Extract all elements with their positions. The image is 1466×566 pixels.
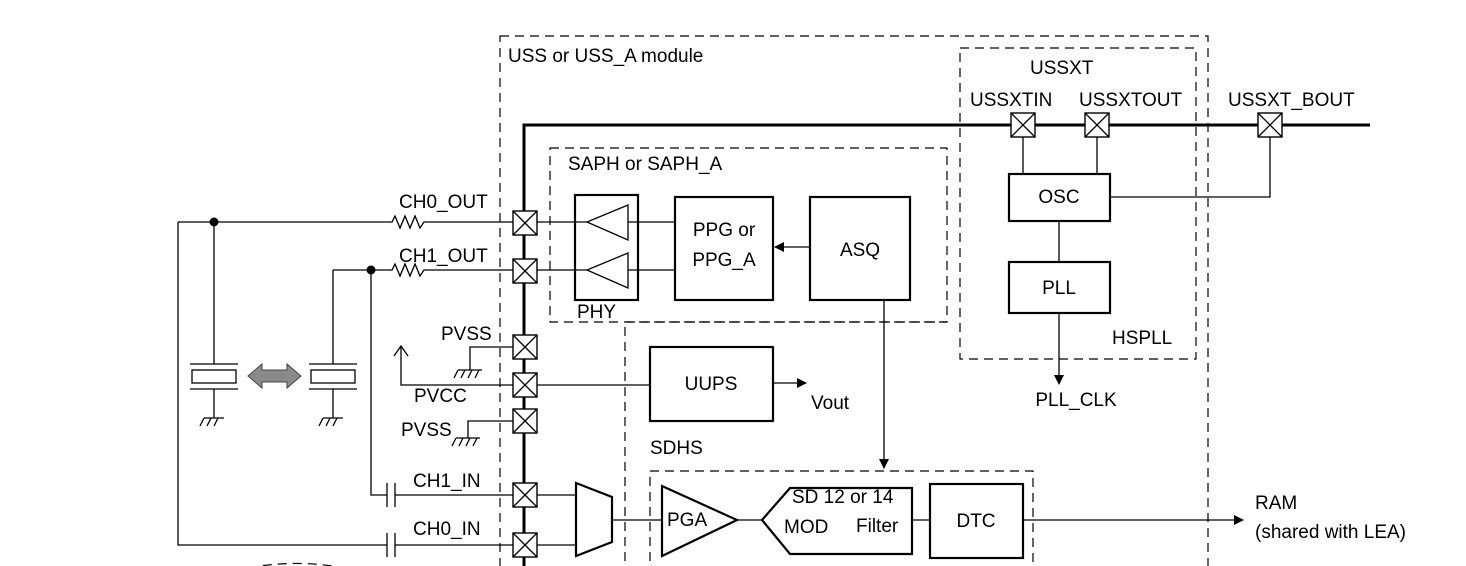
partial-dashed-arc [256,562,333,566]
hspll-label: HSPLL [1112,328,1172,349]
pvss-top-pin [512,334,538,360]
pvss-bottom-label: PVSS [401,420,452,441]
sd-label-line1: SD 12 or 14 [792,487,894,508]
sd-mod-label: MOD [784,517,828,538]
ch0-out-pin [512,210,538,236]
pvcc-pin [512,372,538,398]
sd-region [649,470,1034,566]
ch0-in-label: CH0_IN [413,519,481,540]
uss-module-boundary [499,35,1209,566]
ppg-label-line2: PPG_A [692,250,756,271]
pga-label: PGA [667,510,707,531]
pvcc-supply [393,344,513,386]
ussxtout-label: USSXTOUT [1079,90,1183,111]
sd-modulator-block [760,486,914,556]
pga-block [660,484,740,558]
ppg-block [673,195,775,302]
uups-block [648,345,775,423]
dtc-label: DTC [956,511,995,532]
transducer-ch1 [309,270,357,427]
sdhs-region [624,321,947,566]
ch1-in-label: CH1_IN [413,471,481,492]
ch1-out-label: CH1_OUT [399,246,488,267]
ussxt-label: USSXT [1030,58,1094,79]
ussxtin-pin [1010,112,1036,138]
vout-label: Vout [811,393,850,414]
sd-filter-label: Filter [856,516,899,537]
bout-wire [1110,137,1271,198]
osc-label: OSC [1038,187,1079,208]
sdhs-label: SDHS [650,438,703,459]
input-mux [574,481,614,558]
uups-label: UUPS [685,374,738,395]
ch0-out-label: CH0_OUT [399,192,488,213]
pvss-bottom-pin [512,408,538,434]
pvcc-label: PVCC [414,386,467,407]
ram-sublabel: (shared with LEA) [1255,522,1406,543]
asq-label: ASQ [840,240,880,261]
ch1-in-pin [512,482,538,508]
ussxtout-pin [1084,112,1110,138]
ch1-out-pin [512,258,538,284]
ch1-loop-wire [370,270,387,496]
ch0-out-wire [178,214,513,230]
uss-module-label: USS or USS_A module [508,46,703,67]
pvss-bottom-ground [451,420,513,447]
ch1-out-wire [333,262,513,278]
ussxtin-label: USSXTIN [970,90,1052,111]
pll-label: PLL [1042,278,1076,299]
pvss-top-ground [453,346,513,379]
phy-label: PHY [577,302,616,323]
ppg-label-line1: PPG or [693,220,756,241]
ch0-in-cap [386,533,513,557]
transducer-ch0 [190,222,238,427]
dtc-block [928,482,1025,560]
pvss-top-label: PVSS [441,324,492,345]
ussxt-bout-label: USSXT_BOUT [1228,90,1355,111]
ussxt-bout-pin [1257,112,1283,138]
ram-label: RAM [1255,493,1297,514]
ch1-in-cap [386,483,513,507]
ussxt-region [959,47,1197,360]
ch0-in-pin [512,532,538,558]
saph-label: SAPH or SAPH_A [568,154,722,175]
acoustic-path-arrow [247,362,302,390]
pll-clk-label: PLL_CLK [1035,390,1117,411]
asq-block [808,195,912,302]
pll-block [1007,260,1112,315]
ch0-loop-wire [177,222,387,546]
osc-block [1007,172,1112,223]
